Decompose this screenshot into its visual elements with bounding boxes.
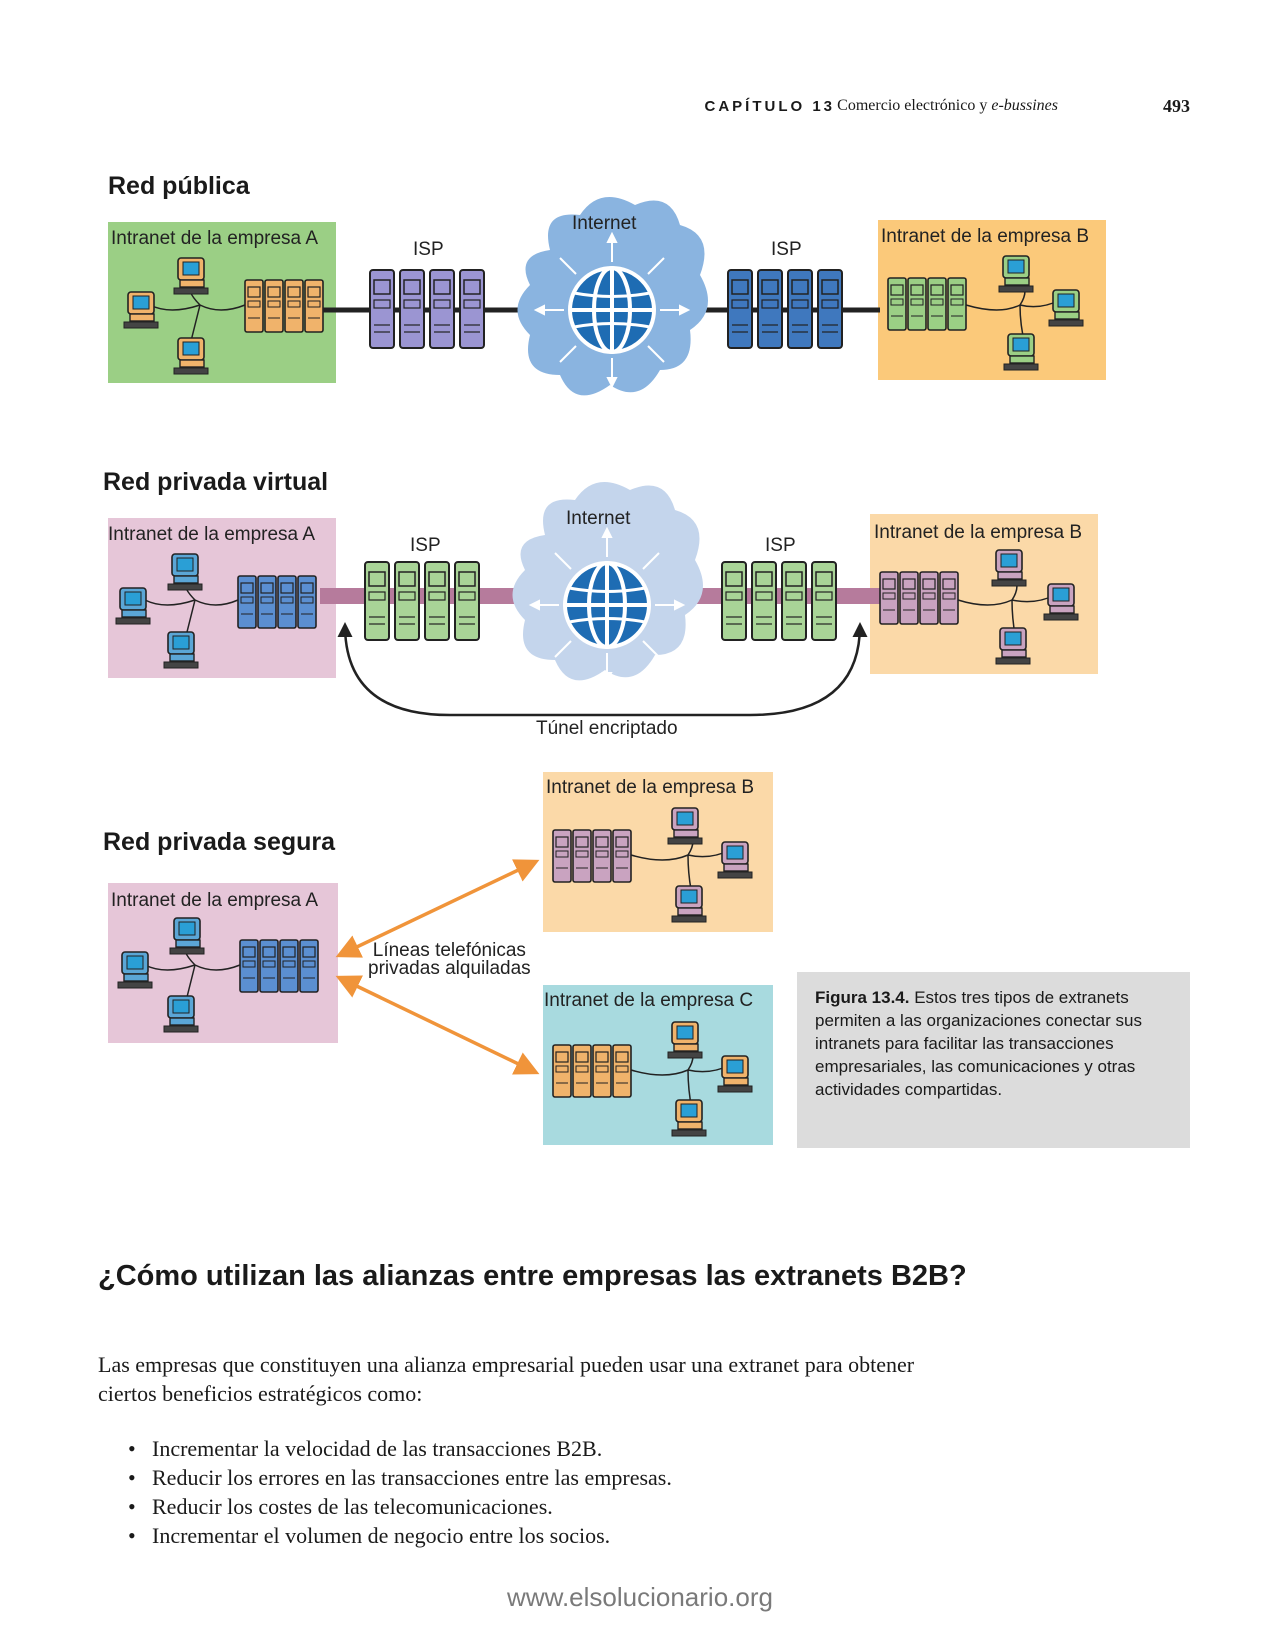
company-c-label: Intranet de la empresa C [544, 990, 754, 1011]
extranet-figure: Red pública Intranet de la empresa A Int… [103, 172, 1190, 1148]
list-item: Incrementar la velocidad de las transacc… [128, 1434, 672, 1463]
isp-label-right: ISP [771, 239, 802, 260]
leased-lines-label-2: privadas alquiladas [368, 958, 531, 979]
secure-network-heading: Red privada segura [103, 828, 336, 856]
pc-icon [117, 951, 153, 989]
pc-icon [671, 885, 707, 923]
company-a-label: Intranet de la empresa A [111, 228, 319, 249]
list-item-text: Incrementar el volumen de negocio entre … [152, 1523, 611, 1548]
running-header: CAPÍTULO 13 Comercio electrónico y e-bus… [0, 94, 1190, 124]
pc-icon [998, 255, 1034, 293]
internet-label: Internet [572, 213, 637, 234]
figure-caption-box: Figura 13.4. Estos tres tipos de extrane… [797, 972, 1190, 1148]
pc-icon [1048, 289, 1084, 327]
pc-icon [173, 257, 209, 295]
list-item-text: Reducir los costes de las telecomunicaci… [152, 1494, 553, 1519]
leased-lines-label: Líneas telefónicas privadas alquiladas [368, 940, 531, 979]
pc-icon [671, 1099, 707, 1137]
isp-label-left: ISP [413, 239, 444, 260]
list-item-text: Incrementar la velocidad de las transacc… [152, 1436, 603, 1461]
page-number: 493 [1163, 96, 1190, 116]
leased-lines-label-1: Líneas telefónicas [372, 940, 526, 961]
company-b-label: Intranet de la empresa B [546, 777, 755, 798]
leased-line-arrow-b [335, 859, 540, 958]
pc-icon [667, 1021, 703, 1059]
pc-icon [163, 995, 199, 1033]
chapter-label: CAPÍTULO 13 [704, 98, 835, 115]
pc-icon [167, 553, 203, 591]
pc-icon [667, 807, 703, 845]
pc-icon [173, 337, 209, 375]
watermark: www.elsolucionario.org [507, 1582, 773, 1612]
pc-icon [169, 917, 205, 955]
figure-caption: Figura 13.4. Estos tres tipos de extrane… [815, 986, 1175, 1101]
pc-icon [991, 549, 1027, 587]
intro-paragraph: Las empresas que constituyen una alianza… [98, 1352, 915, 1406]
isp-label-left: ISP [410, 535, 441, 556]
pc-icon [163, 631, 199, 669]
chapter-title-italic: e-bussines [991, 97, 1058, 114]
internet-label: Internet [566, 508, 631, 529]
figure-artwork [108, 197, 1106, 1145]
vpn-diagram [108, 482, 1098, 717]
pc-icon [717, 841, 753, 879]
figure-caption-text: Estos tres tipos de extranets permiten a… [815, 988, 1142, 1099]
public-network-heading: Red pública [108, 172, 250, 200]
company-b-label: Intranet de la empresa B [874, 522, 1083, 543]
public-network-diagram [108, 197, 1106, 396]
chapter-title: Comercio electrónico y e-bussines [837, 97, 1058, 115]
list-item-text: Reducir los errores en las transacciones… [152, 1465, 672, 1490]
pc-icon [123, 291, 159, 329]
leased-line-arrow-c [335, 975, 540, 1075]
chapter-title-main: Comercio electrónico y [837, 97, 992, 114]
pc-icon [995, 627, 1031, 665]
benefits-list: Incrementar la velocidad de las transacc… [128, 1434, 672, 1550]
pc-icon [115, 587, 151, 625]
pc-icon [1003, 333, 1039, 371]
list-item: Reducir los costes de las telecomunicaci… [128, 1492, 672, 1521]
company-b-label: Intranet de la empresa B [881, 226, 1090, 247]
isp-label-right: ISP [765, 535, 796, 556]
figure-caption-label: Figura 13.4. [815, 988, 910, 1007]
encrypted-tunnel-arrow [337, 622, 868, 717]
pc-icon [1043, 583, 1079, 621]
tunnel-label: Túnel encriptado [536, 718, 678, 739]
company-a-label: Intranet de la empresa A [108, 524, 316, 545]
list-item: Incrementar el volumen de negocio entre … [128, 1521, 672, 1550]
list-item: Reducir los errores en las transacciones… [128, 1463, 672, 1492]
pc-icon [717, 1055, 753, 1093]
company-a-label: Intranet de la empresa A [111, 890, 319, 911]
vpn-heading: Red privada virtual [103, 468, 329, 496]
secure-private-network-diagram [108, 772, 773, 1145]
section-title: ¿Cómo utilizan las alianzas entre empres… [98, 1260, 967, 1292]
